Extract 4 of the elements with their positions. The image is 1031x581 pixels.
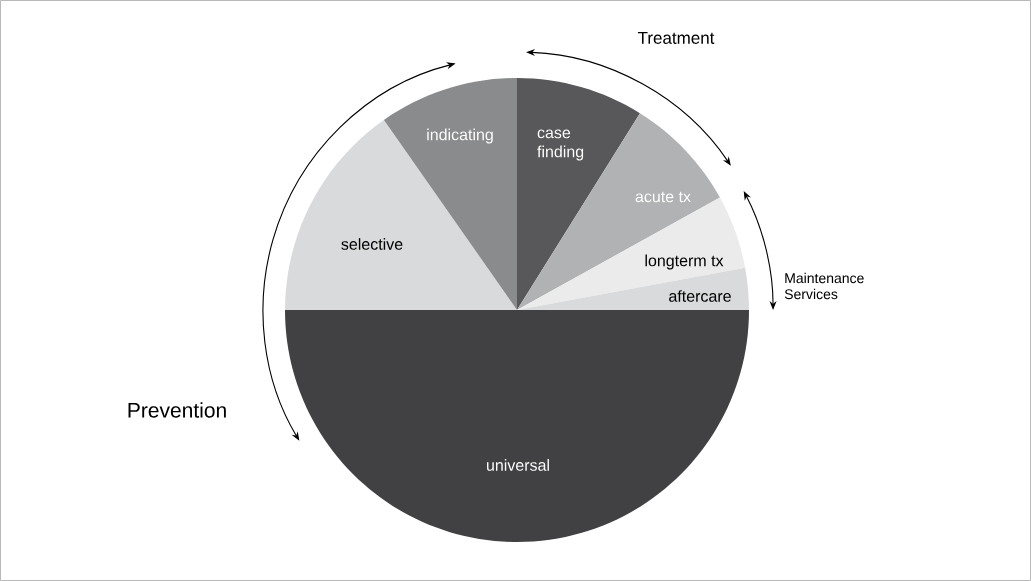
range-label: Prevention (128, 402, 226, 418)
range-label: Maintenance Services (784, 272, 864, 300)
pie-wedge: universal (285, 310, 749, 542)
range-label: Treatment (637, 32, 715, 44)
